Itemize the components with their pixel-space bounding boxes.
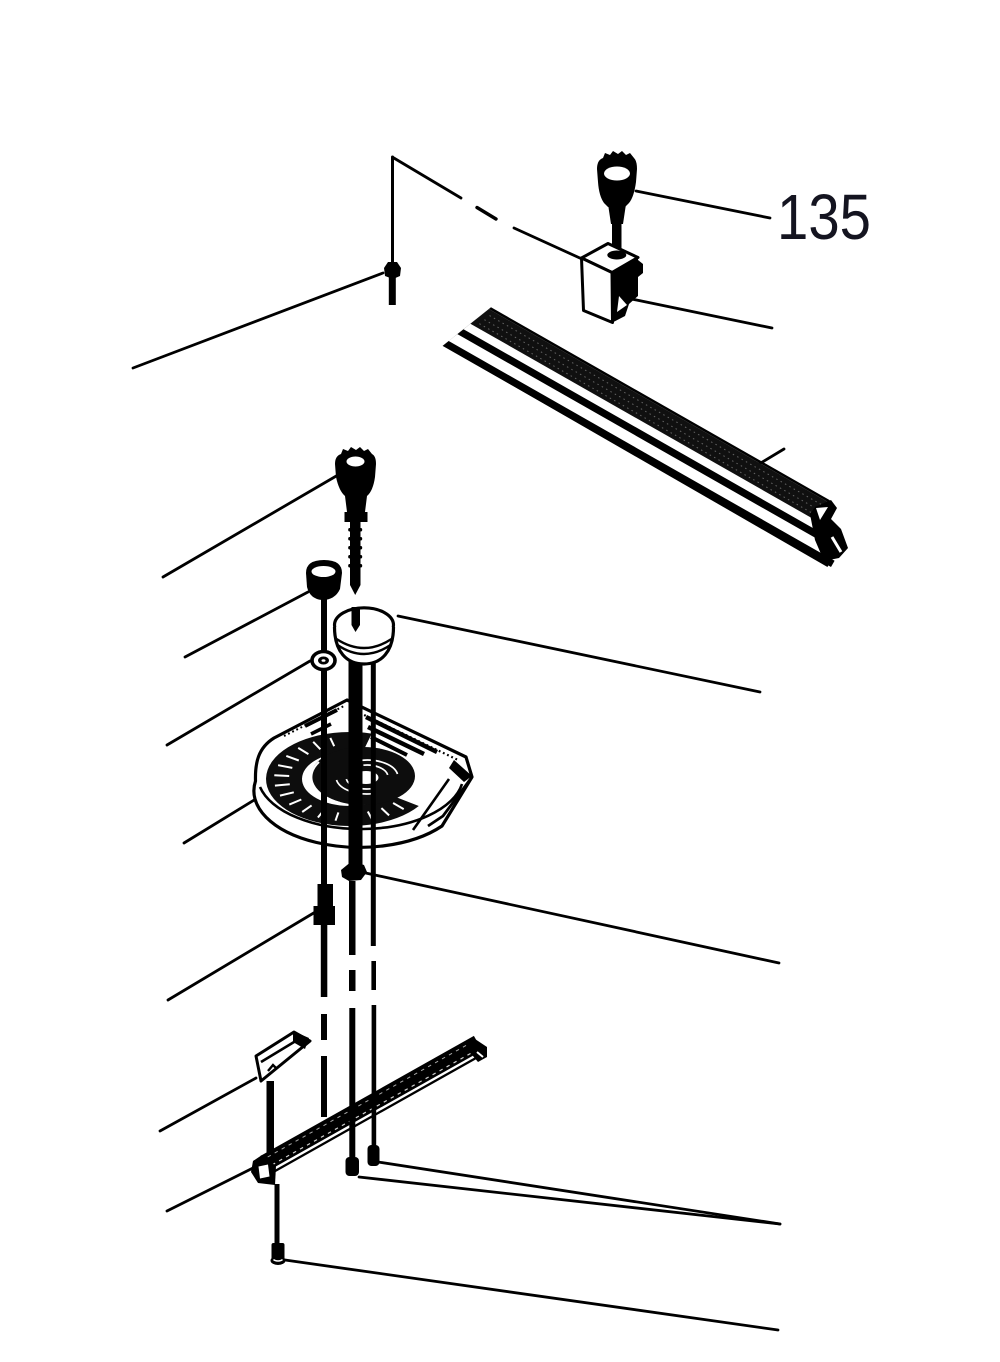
svg-text:135: 135 [777, 181, 871, 253]
